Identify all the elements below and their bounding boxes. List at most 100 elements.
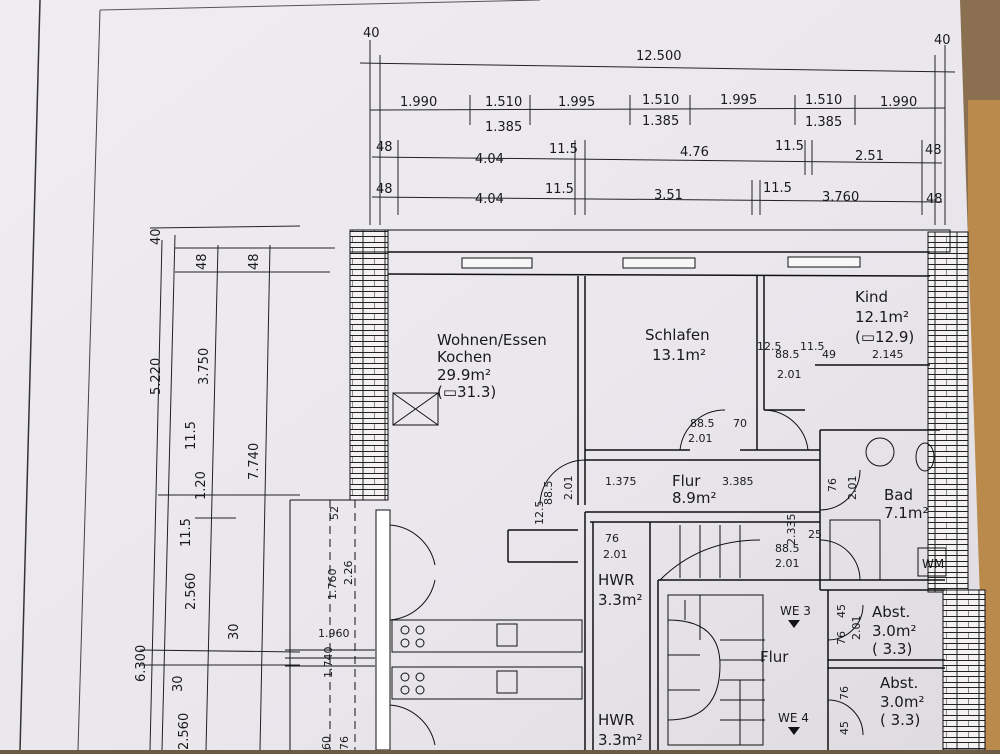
room-name-abst: Abst. <box>880 674 918 692</box>
dim-label: 2.01 <box>850 616 863 641</box>
dim-label: 4.76 <box>680 145 709 160</box>
dim-label: 48 <box>925 143 942 158</box>
room-labels: Wohnen/Essen Kochen 29.9m² (▭31.3) Schla… <box>437 288 928 749</box>
room-name-kind: Kind <box>855 288 888 306</box>
dim-label: 40 <box>149 228 164 245</box>
unit-labels: WE 3 WE 4 WM <box>778 557 944 735</box>
room-area-schlafen: 13.1m² <box>652 346 706 364</box>
dim-label: 11.5 <box>800 340 825 353</box>
dim-label: 1.960 <box>318 627 350 640</box>
dim-label: 1.385 <box>805 115 842 130</box>
washing-machine-label: WM <box>922 557 944 571</box>
dim-label: 6.300 <box>134 645 149 682</box>
dim-label: 48 <box>195 253 210 270</box>
room-name-abst: Abst. <box>872 603 910 621</box>
dim-label: 1.760 <box>326 569 339 601</box>
room-area-wohnen: 29.9m² <box>437 366 491 384</box>
room-area-bad: 7.1m² <box>884 504 928 522</box>
dim-label: 3.760 <box>822 190 859 205</box>
room-area-flur: 8.9m² <box>672 489 716 507</box>
dim-label: 12.500 <box>636 49 682 64</box>
dim-label: 3.750 <box>197 348 212 385</box>
bathroom-fixtures <box>829 437 947 581</box>
room-area-abst: 3.0m² <box>880 693 924 711</box>
unit-label-we3: WE 3 <box>780 604 811 618</box>
dim-label: 88.5 <box>690 417 715 430</box>
dim-label: 76 <box>838 686 851 700</box>
top-dimension-labels: 40 12.500 40 1.990 1.510 1.995 1.510 1.9… <box>363 26 951 207</box>
dim-label: 76 <box>826 478 839 492</box>
dim-label: 2.01 <box>603 548 628 561</box>
dim-label: 48 <box>376 140 393 155</box>
room-name-stair-flur: Flur <box>760 648 789 666</box>
paper-sheet <box>0 0 985 750</box>
dim-label: 4.04 <box>475 192 504 207</box>
dim-label: 1.20 <box>194 471 209 500</box>
dim-label: 52 <box>328 506 341 520</box>
dim-label: 2.26 <box>342 561 355 586</box>
dim-label: 1.375 <box>605 475 637 488</box>
dim-label: 2.01 <box>777 368 802 381</box>
dim-label: 4.04 <box>475 152 504 167</box>
dim-label: 48 <box>376 182 393 197</box>
dim-label: 3.385 <box>722 475 754 488</box>
room-area-hwr: 3.3m² <box>598 731 642 749</box>
dim-label: 30 <box>171 675 186 692</box>
inner-dimension-labels: 12.5 88.5 11.5 49 2.145 2.01 88.5 70 2.0… <box>318 340 904 750</box>
dim-label: 1.990 <box>880 95 917 110</box>
dim-label: 1.385 <box>642 114 679 129</box>
dim-label: 48 <box>926 192 943 207</box>
exterior-walls <box>349 229 986 751</box>
kitchen-counter <box>391 619 583 700</box>
dim-label: 49 <box>822 348 836 361</box>
room-name-schlafen: Schlafen <box>645 326 710 344</box>
room-name-kochen: Kochen <box>437 348 492 366</box>
dim-label: 40 <box>934 33 951 48</box>
sink-icon <box>915 442 935 472</box>
room-area-kind: 12.1m² <box>855 308 909 326</box>
dim-label: 1.510 <box>805 93 842 108</box>
dim-label: 2.01 <box>846 476 859 501</box>
room-name-hwr: HWR <box>598 711 635 729</box>
room-area-hwr: 3.3m² <box>598 591 642 609</box>
room-area-kind-gross: (▭12.9) <box>855 328 914 346</box>
room-name-wohnen: Wohnen/Essen <box>437 331 547 349</box>
dim-label: 60 <box>320 736 333 750</box>
door-swings <box>389 409 864 746</box>
dim-label: 48 <box>247 253 262 270</box>
dim-label: 11.5 <box>763 181 792 196</box>
dim-label: 3.51 <box>654 188 683 203</box>
dim-label: 1.995 <box>720 93 757 108</box>
dim-label: 88.5 <box>775 348 800 361</box>
dim-label: 76 <box>338 736 351 750</box>
dim-label: 76 <box>605 532 619 545</box>
left-dimension-lines <box>139 225 335 751</box>
dim-label: 12.5 <box>757 340 782 353</box>
dim-label: 70 <box>733 417 747 430</box>
room-name-bad: Bad <box>884 486 913 504</box>
room-area-wohnen-gross: (▭31.3) <box>437 383 496 401</box>
dim-label: 45 <box>838 721 851 735</box>
dim-label: 5.220 <box>149 358 164 395</box>
dim-label: 1.510 <box>642 93 679 108</box>
dim-label: 2.01 <box>775 557 800 570</box>
washing-machine-box <box>917 547 947 577</box>
dim-label: 12.5 <box>533 501 546 526</box>
dim-label: 2.51 <box>855 149 884 164</box>
dim-label: 25 <box>808 528 822 541</box>
dim-label: 11.5 <box>179 518 194 547</box>
unit-label-we4: WE 4 <box>778 711 809 725</box>
dim-label: 30 <box>227 623 242 640</box>
dim-label: 2.560 <box>177 713 192 750</box>
paper-border-line <box>77 9 101 751</box>
dim-label: 11.5 <box>545 182 574 197</box>
dim-label: 2.560 <box>184 573 199 610</box>
balcony-railing <box>285 499 375 750</box>
top-dimension-lines <box>359 40 956 225</box>
dim-label: 11.5 <box>184 421 199 450</box>
dim-label: 88.5 <box>542 481 555 506</box>
dim-label: 2.01 <box>562 476 575 501</box>
dim-label: 11.5 <box>549 142 578 157</box>
chimney-box <box>392 392 439 426</box>
